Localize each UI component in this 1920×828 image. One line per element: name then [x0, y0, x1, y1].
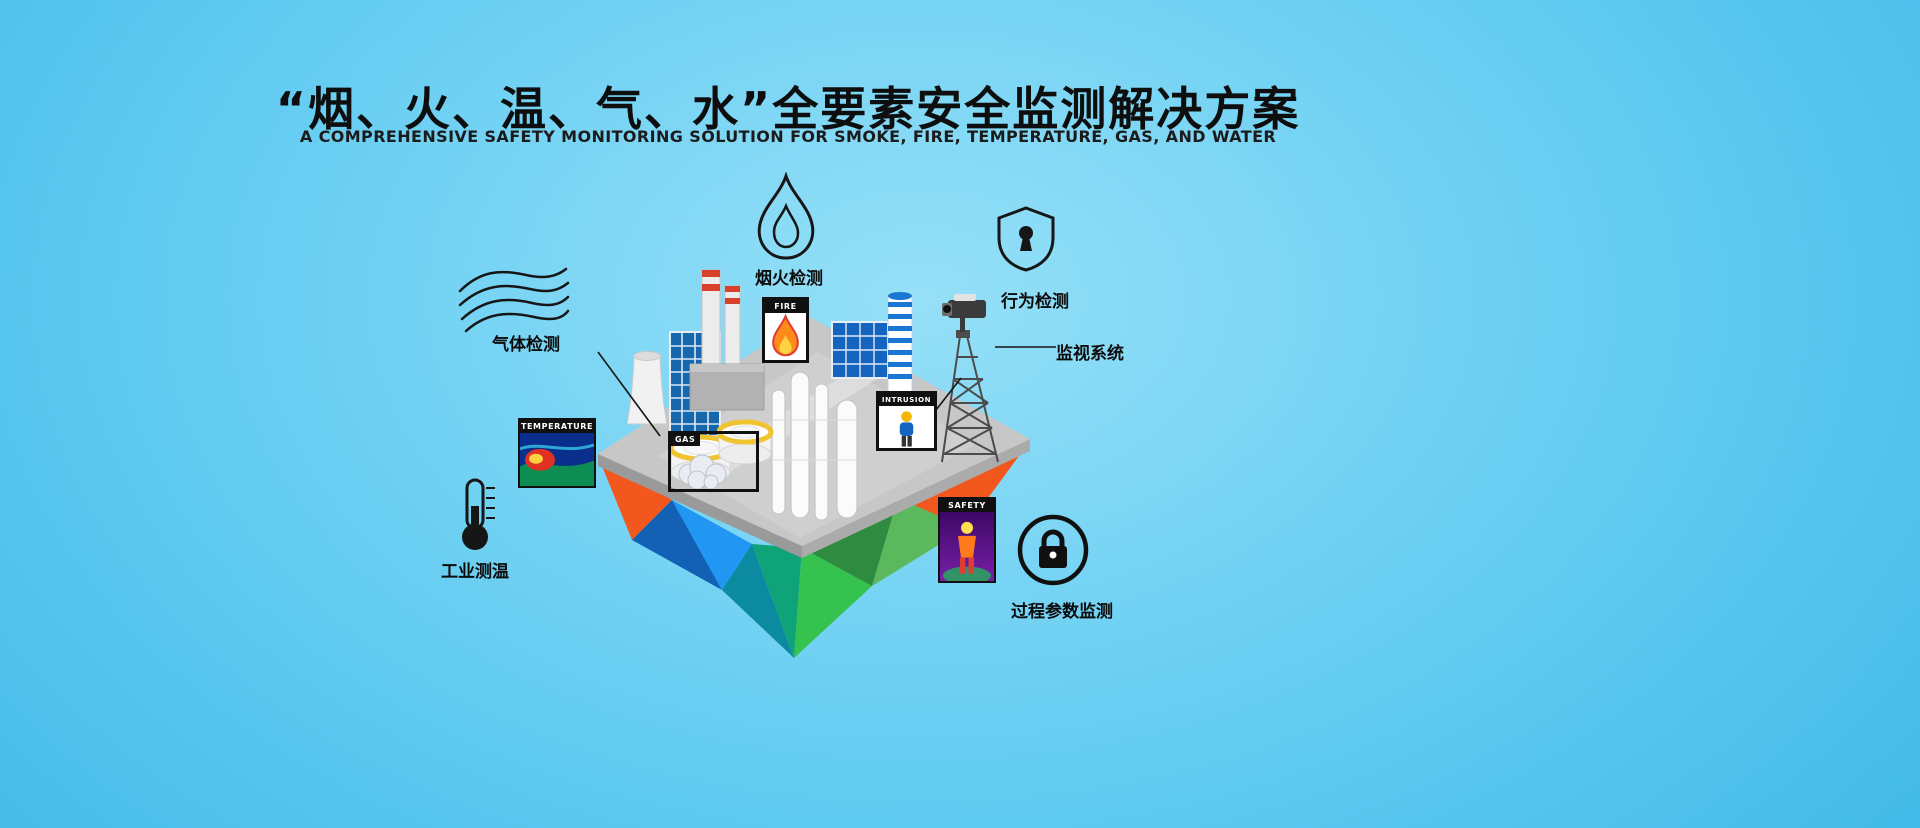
flame-image [765, 312, 806, 361]
callout-gas-label: 气体检测 [492, 335, 560, 355]
callout-smoke-fire-label: 烟火检测 [755, 269, 823, 289]
safety-thumbnail: SAFETY [938, 497, 996, 583]
thermal-person-image [940, 511, 994, 581]
gas-leak-image [671, 434, 756, 489]
banner-subtitle: A COMPREHENSIVE SAFETY MONITORING SOLUTI… [299, 127, 1277, 146]
safety-tag: SAFETY [940, 499, 994, 512]
gas-thumbnail: GAS [668, 431, 759, 492]
flame-icon [750, 171, 822, 264]
cctv-camera-icon [942, 294, 986, 318]
callout-process-label: 过程参数监测 [1011, 602, 1113, 622]
temperature-thumbnail: TEMPERATURE [518, 418, 596, 488]
thermometer-icon [454, 476, 500, 552]
callout-connectors [597, 346, 1056, 437]
surveillance-tower [941, 335, 999, 463]
intrusion-thumbnail: INTRUSION [876, 391, 937, 451]
shield-keyhole-icon [994, 205, 1058, 273]
intrusion-tag: INTRUSION [879, 394, 934, 406]
banner-title: “烟、火、温、气、水”全要素安全监测解决方案 [275, 81, 1301, 136]
callout-temperature-label: 工业测温 [441, 562, 509, 582]
padlock-circle-icon [1016, 513, 1090, 587]
fire-tag: FIRE [765, 300, 806, 313]
callout-surveillance-label: 监视系统 [1056, 344, 1124, 364]
callout-behavior-label: 行为检测 [1001, 292, 1069, 312]
smoke-waves-icon [456, 263, 570, 335]
fire-thumbnail: FIRE [762, 297, 809, 363]
thermal-image [520, 432, 594, 486]
gas-tag: GAS [671, 434, 701, 446]
worker-image [879, 406, 934, 449]
temperature-tag: TEMPERATURE [520, 420, 594, 433]
